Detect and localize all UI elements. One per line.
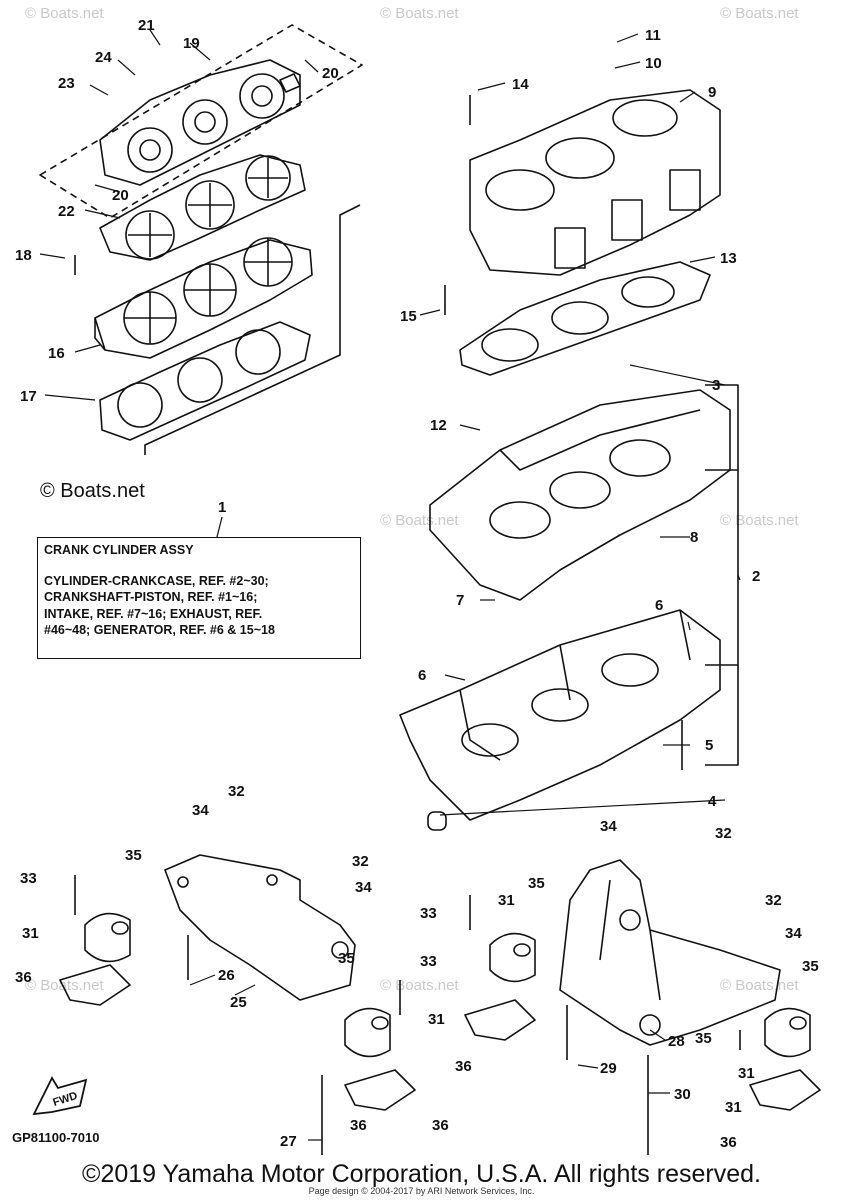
callout-11: 11 (645, 27, 661, 44)
note-line: CYLINDER-CRANKCASE, REF. #2~30; (44, 573, 269, 588)
callout-32: 32 (228, 783, 245, 800)
watermark: © Boats.net (720, 512, 799, 529)
callout-14: 14 (512, 76, 529, 93)
watermark: © Boats.net (25, 5, 104, 22)
callout-23: 23 (58, 75, 75, 92)
callout-31: 31 (725, 1099, 742, 1116)
cylinder-head-part (94, 237, 313, 359)
assembly-note-box: CRANK CYLINDER ASSY CYLINDER-CRANKCASE, … (37, 537, 361, 659)
forward-arrow-icon: FWD (32, 1076, 88, 1116)
callout-34: 34 (600, 818, 617, 835)
callout-22: 22 (58, 203, 75, 220)
callout-17: 17 (20, 388, 37, 405)
callout-5: 5 (705, 737, 713, 754)
callout-6: 6 (418, 667, 426, 684)
callout-29: 29 (600, 1060, 617, 1077)
callout-35: 35 (338, 950, 355, 967)
callout-33: 33 (420, 953, 437, 970)
upper-crankcase-part (429, 389, 731, 601)
callout-30: 30 (674, 1086, 691, 1103)
callout-7: 7 (456, 592, 464, 609)
callout-33: 33 (420, 905, 437, 922)
block-base-gasket-part (459, 261, 711, 376)
callout-4: 4 (708, 793, 717, 810)
note-line: INTAKE, REF. #7~16; EXHAUST, REF. (44, 606, 263, 621)
copyright-text: ©2019 Yamaha Motor Corporation, U.S.A. A… (82, 1160, 761, 1188)
callout-32: 32 (352, 853, 369, 870)
group-bracket-line (144, 204, 361, 455)
group-bracket-line (705, 384, 739, 766)
watermark: © Boats.net (380, 977, 459, 994)
head-gasket-upper-part (99, 154, 306, 261)
callout-36: 36 (432, 1117, 449, 1134)
callout-35: 35 (125, 847, 142, 864)
callout-20: 20 (322, 65, 339, 82)
note-line: CRANKSHAFT-PISTON, REF. #1~16; (44, 590, 258, 604)
callout-27: 27 (280, 1133, 297, 1150)
callout-3: 3 (712, 377, 720, 394)
callout-18: 18 (15, 247, 32, 264)
drawing-code: GP81100-7010 (12, 1130, 100, 1145)
callout-25: 25 (230, 994, 247, 1011)
callout-8: 8 (690, 529, 698, 546)
callout-20: 20 (112, 187, 129, 204)
callout-labels: 1 2 3 4 5 6 6 7 8 9 10 11 12 13 14 15 16… (15, 17, 819, 1151)
callout-36: 36 (455, 1058, 472, 1075)
callout-31: 31 (738, 1065, 755, 1082)
callout-35: 35 (528, 875, 545, 892)
callout-28: 28 (668, 1033, 685, 1050)
watermark: © Boats.net (380, 512, 459, 529)
callout-35: 35 (802, 958, 819, 975)
callout-32: 32 (765, 892, 782, 909)
engine-mount-bracket-right-part (559, 859, 781, 1046)
group-bracket-line (705, 469, 738, 666)
callout-13: 13 (720, 250, 737, 267)
callout-26: 26 (218, 967, 235, 984)
watermark: © Boats.net (720, 977, 799, 994)
callout-34: 34 (192, 802, 209, 819)
callout-6: 6 (655, 597, 663, 614)
callout-36: 36 (720, 1134, 737, 1151)
page-design-credit: Page design © 2004-2017 by ARI Network S… (308, 1186, 535, 1196)
callout-1: 1 (218, 499, 226, 516)
mount-shim-part (59, 964, 821, 1111)
leader-lines (39, 29, 741, 1141)
rubber-mount-part (84, 912, 811, 1058)
lower-crankcase-part (399, 609, 721, 831)
callout-34: 34 (355, 879, 372, 896)
brand-note: © Boats.net (40, 480, 145, 502)
watermark: © Boats.net (25, 977, 104, 994)
callout-24: 24 (95, 49, 112, 66)
callout-31: 31 (428, 1011, 445, 1028)
watermark: © Boats.net (720, 5, 799, 22)
callout-10: 10 (645, 55, 662, 72)
callout-36: 36 (350, 1117, 367, 1134)
note-title: CRANK CYLINDER ASSY (44, 543, 194, 557)
head-cover-part (99, 59, 301, 186)
callout-36: 36 (15, 969, 32, 986)
callout-32: 32 (715, 825, 732, 842)
watermark: © Boats.net (380, 5, 459, 22)
engine-mount-bracket-left-part (164, 854, 356, 1001)
callout-19: 19 (183, 35, 200, 52)
callout-15: 15 (400, 308, 417, 325)
dashed-group-outline (39, 24, 363, 219)
callout-16: 16 (48, 345, 65, 362)
cylinder-gasket-part (99, 321, 311, 441)
callout-33: 33 (20, 870, 37, 887)
cylinder-block-part (469, 89, 721, 276)
callout-21: 21 (138, 17, 155, 34)
callout-35: 35 (695, 1030, 712, 1047)
callout-34: 34 (785, 925, 802, 942)
callout-31: 31 (498, 892, 515, 909)
callout-9: 9 (708, 84, 716, 101)
callout-12: 12 (430, 417, 447, 434)
callout-31: 31 (22, 925, 39, 942)
callout-2: 2 (752, 568, 760, 585)
note-line: #46~48; GENERATOR, REF. #6 & 15~18 (44, 623, 275, 637)
